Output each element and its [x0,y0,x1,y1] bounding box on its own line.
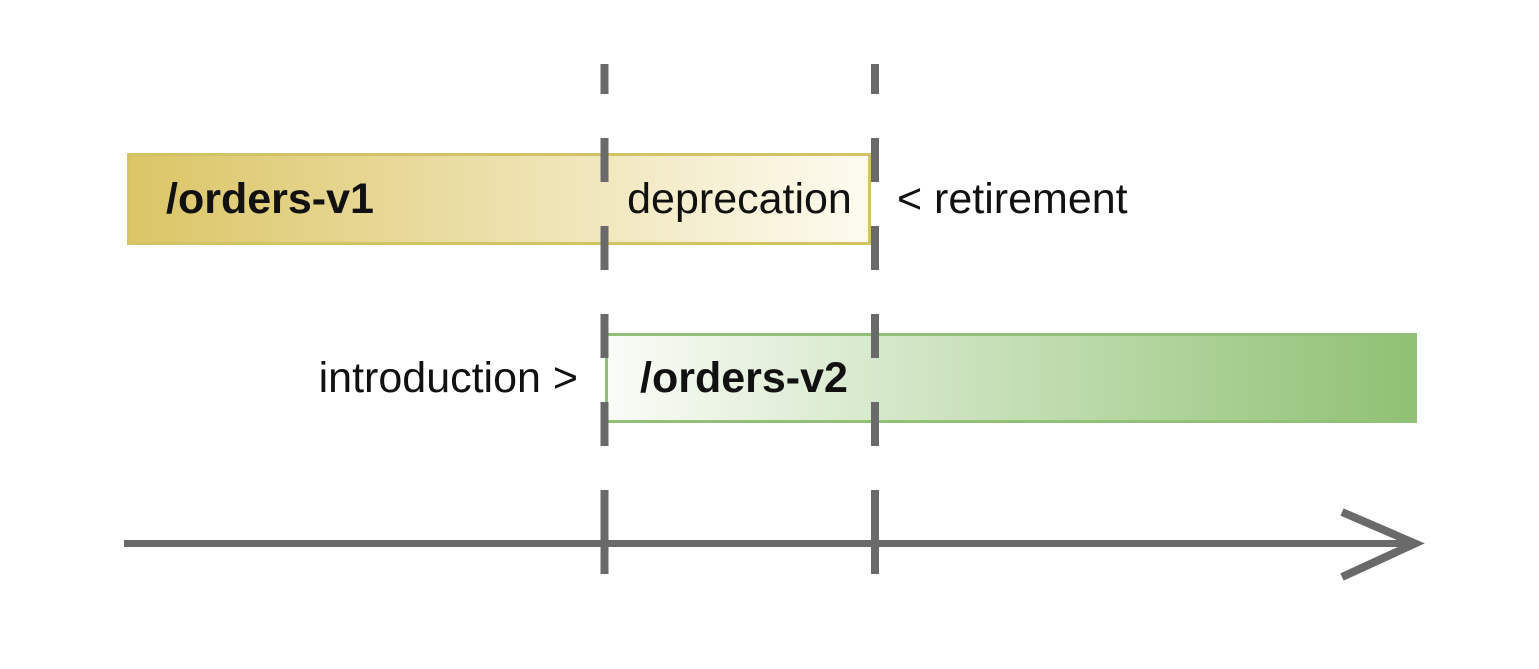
time-axis-arrowhead-icon [1340,508,1425,581]
orders-v2-label: /orders-v2 [640,353,848,402]
introduction-label: introduction > [318,353,578,402]
retirement-label: < retirement [897,174,1128,223]
orders-v1-label: /orders-v1 [166,174,374,223]
orders-v2-bar: /orders-v2 [605,333,1417,423]
deprecation-phase-label: deprecation [627,174,852,223]
orders-v1-bar: /orders-v1 [127,153,871,245]
